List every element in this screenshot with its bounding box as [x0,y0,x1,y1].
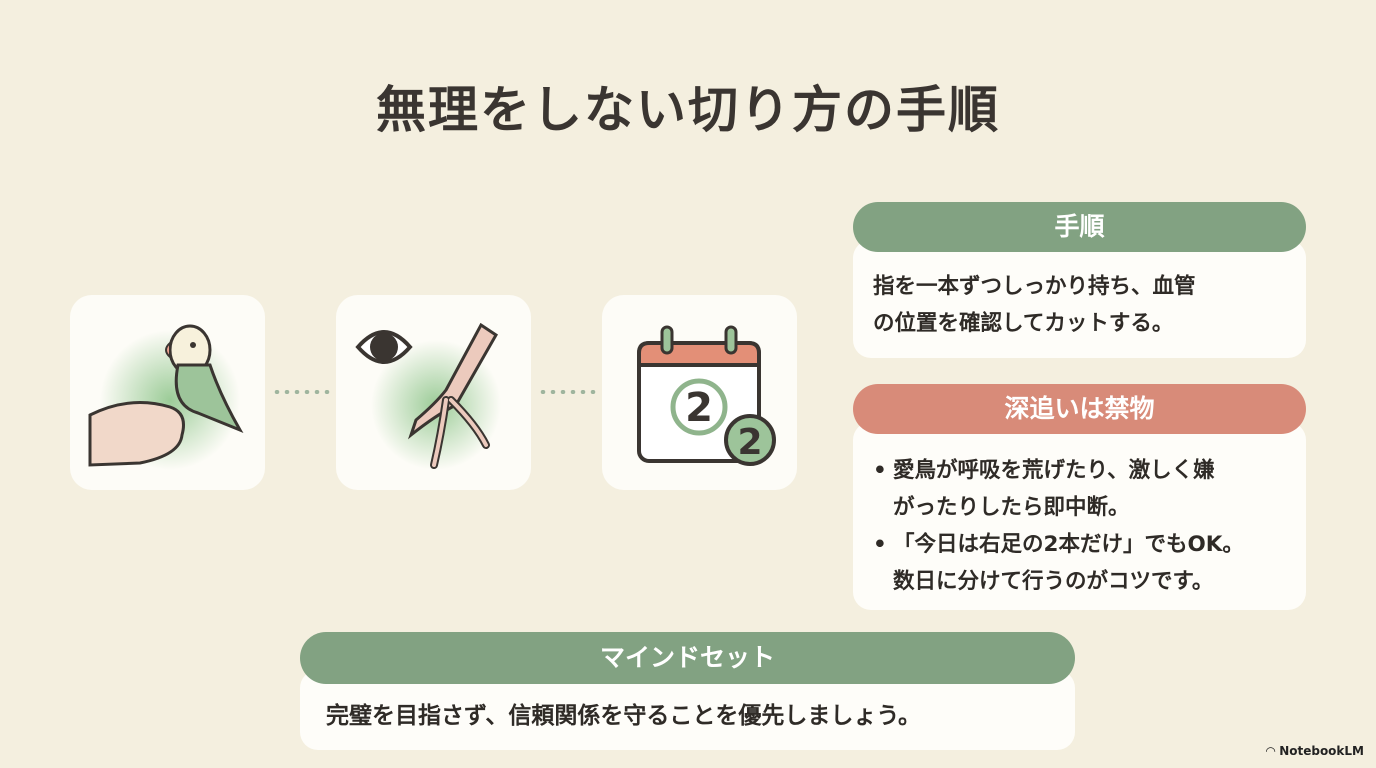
notebooklm-branding: ◠ NotebookLM [1265,744,1364,758]
eye-checking-foot-icon [355,322,501,470]
calendar-number: 2 [685,385,713,431]
procedure-line: 指を一本ずつしっかり持ち、血管 [873,274,1196,299]
step-card-check [336,295,531,490]
caution-bullet: 「今日は右足の2本だけ」でもOK。数日に分けて行うのがコツです。 [873,526,1306,600]
caution-heading: 深追いは禁物 [853,384,1306,434]
connector-dots [538,390,598,394]
calendar-2-icon: 2 2 [637,325,776,466]
connector-dots [272,390,332,394]
procedure-line: の位置を確認してカットする。 [873,311,1174,336]
procedure-heading: 手順 [853,202,1306,252]
hand-holding-parrot-icon [88,324,244,470]
step-card-schedule: 2 2 [602,295,797,490]
step-card-hold [70,295,265,490]
notebooklm-logo-icon: ◠ [1265,744,1276,758]
badge-number: 2 [737,422,762,463]
procedure-body: 指を一本ずつしっかり持ち、血管 の位置を確認してカットする。 [853,240,1306,358]
slide-title: 無理をしない切り方の手順 [376,81,1000,139]
mindset-heading: マインドセット [300,632,1075,684]
